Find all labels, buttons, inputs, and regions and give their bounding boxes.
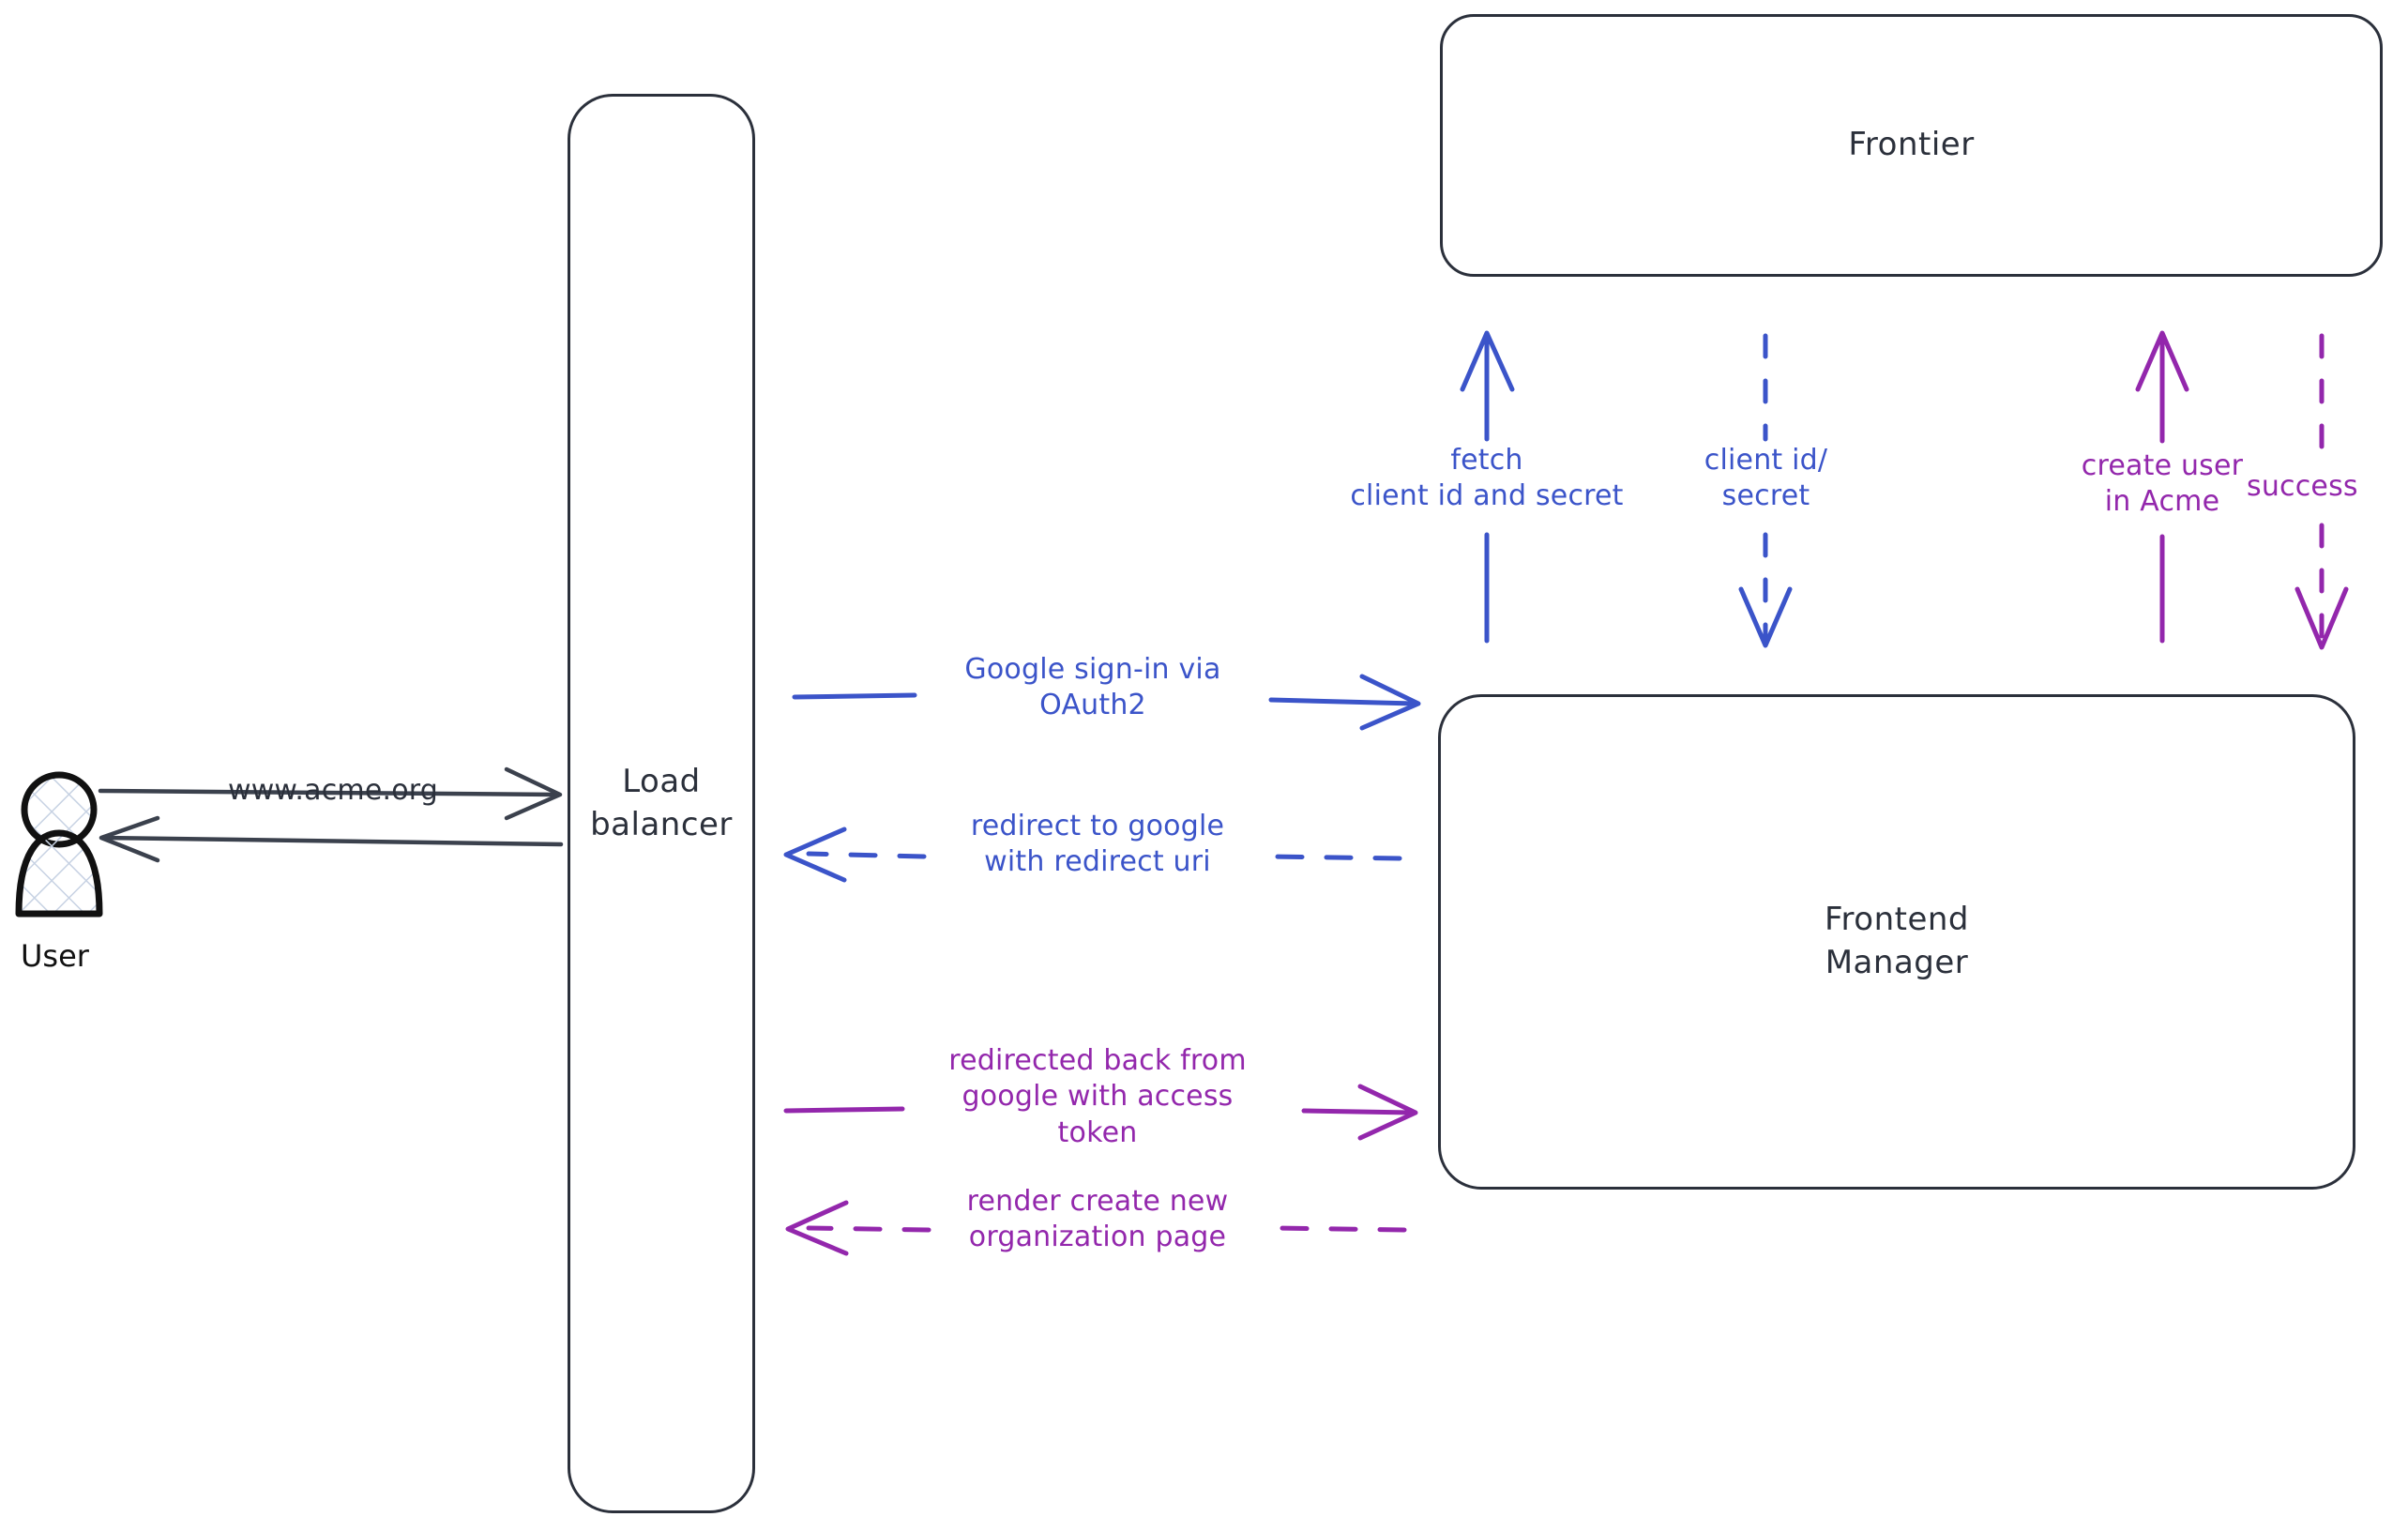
- edge-label-redirect-to-google: redirect to google with redirect uri: [970, 810, 1225, 879]
- node-frontier[interactable]: Frontier: [1440, 14, 2383, 277]
- node-frontend-manager-label: Frontend Manager: [1824, 901, 1970, 981]
- edge-label-google-signin: Google sign-in via OAuth2: [964, 653, 1221, 722]
- person-icon: [15, 771, 103, 918]
- edge-label-render-create-org: render create new organization page: [966, 1185, 1229, 1254]
- edge-label-fetch-client-id-secret: fetch client id and secret: [1350, 444, 1624, 513]
- edge-label-redirected-back: redirected back from google with access …: [948, 1044, 1247, 1149]
- edge-label-client-id-secret: client id/ secret: [1704, 444, 1828, 513]
- edge-label-success: success: [2247, 470, 2358, 503]
- node-load-balancer[interactable]: Load balancer: [568, 94, 755, 1513]
- node-frontend-manager[interactable]: Frontend Manager: [1438, 694, 2355, 1190]
- node-frontier-label: Frontier: [1848, 126, 1975, 164]
- edge-load-balancer-to-user: [98, 815, 564, 863]
- node-load-balancer-label: Load balancer: [590, 762, 733, 843]
- edge-label-www-acme-org: www.acme.org: [227, 774, 439, 807]
- edge-label-create-user-in-acme: create user in Acme: [2081, 449, 2244, 519]
- actor-user-label: User: [21, 938, 89, 974]
